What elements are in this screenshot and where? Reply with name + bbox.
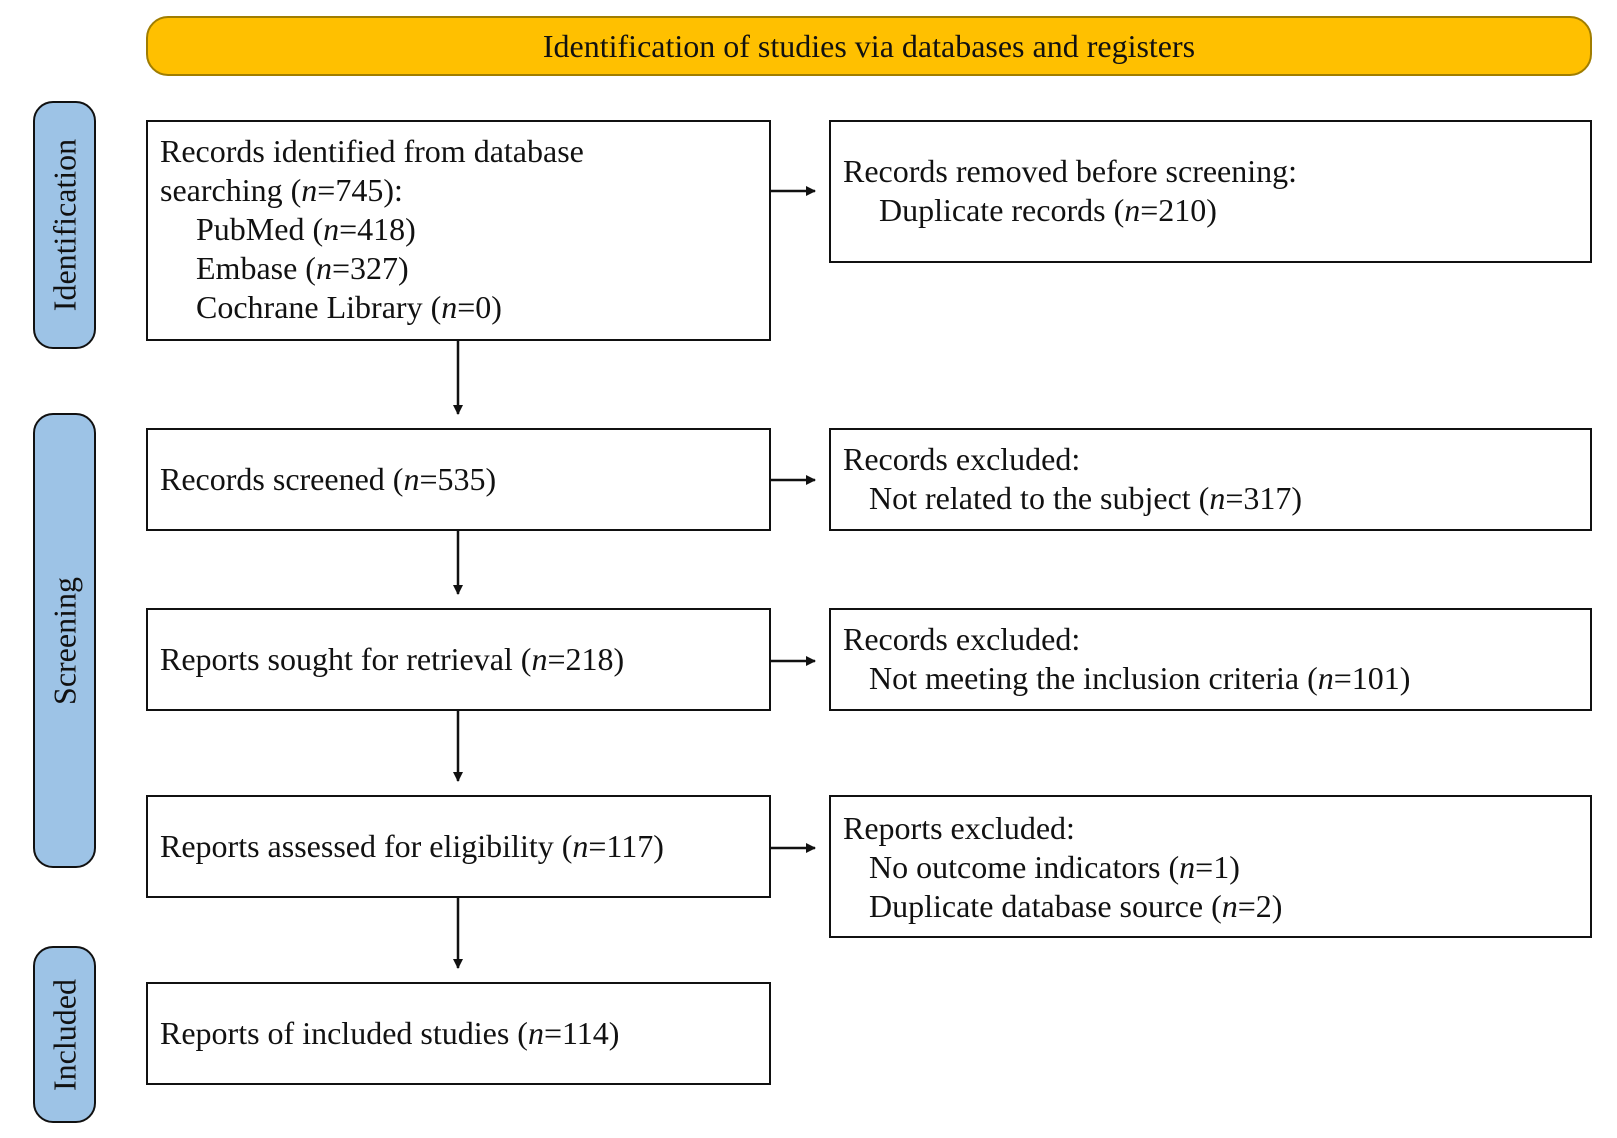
- identified-line2: searching (n=745):: [160, 172, 403, 208]
- excluded3-title: Reports excluded:: [843, 810, 1075, 846]
- header-banner: Identification of studies via databases …: [146, 16, 1592, 76]
- phase-screening: Screening: [33, 413, 96, 868]
- box-reports-included: Reports of included studies (n=114): [146, 982, 771, 1085]
- box-records-excluded-1: Records excluded: Not related to the sub…: [829, 428, 1592, 531]
- excluded2-title: Records excluded:: [843, 621, 1081, 657]
- excluded3-item-1: No outcome indicators (n=1): [869, 849, 1240, 885]
- box-records-identified: Records identified from database searchi…: [146, 120, 771, 341]
- box-reports-sought: Reports sought for retrieval (n=218): [146, 608, 771, 711]
- identified-line1: Records identified from database: [160, 133, 584, 169]
- phase-included: Included: [33, 946, 96, 1123]
- assessed-text: Reports assessed for eligibility (n=117): [160, 828, 664, 864]
- source-pubmed: PubMed (n=418): [196, 211, 416, 247]
- phase-identification: Identification: [33, 101, 96, 349]
- box-reports-assessed: Reports assessed for eligibility (n=117): [146, 795, 771, 898]
- box-records-screened: Records screened (n=535): [146, 428, 771, 531]
- source-cochrane: Cochrane Library (n=0): [196, 289, 502, 325]
- excluded1-item: Not related to the subject (n=317): [869, 480, 1303, 516]
- removed-title: Records removed before screening:: [843, 153, 1298, 189]
- excluded1-title: Records excluded:: [843, 441, 1081, 477]
- box-records-excluded-2: Records excluded: Not meeting the inclus…: [829, 608, 1592, 711]
- box-reports-excluded: Reports excluded: No outcome indicators …: [829, 795, 1592, 938]
- excluded2-item: Not meeting the inclusion criteria (n=10…: [869, 660, 1411, 696]
- removed-duplicates: Duplicate records (n=210): [879, 192, 1217, 228]
- box-records-removed: Records removed before screening: Duplic…: [829, 120, 1592, 263]
- included-text: Reports of included studies (n=114): [160, 1015, 620, 1051]
- header-label: Identification of studies via databases …: [542, 27, 1196, 64]
- excluded3-item-2: Duplicate database source (n=2): [869, 888, 1283, 924]
- source-embase: Embase (n=327): [196, 250, 409, 286]
- sought-text: Reports sought for retrieval (n=218): [160, 641, 625, 677]
- screened-text: Records screened (n=535): [160, 461, 497, 497]
